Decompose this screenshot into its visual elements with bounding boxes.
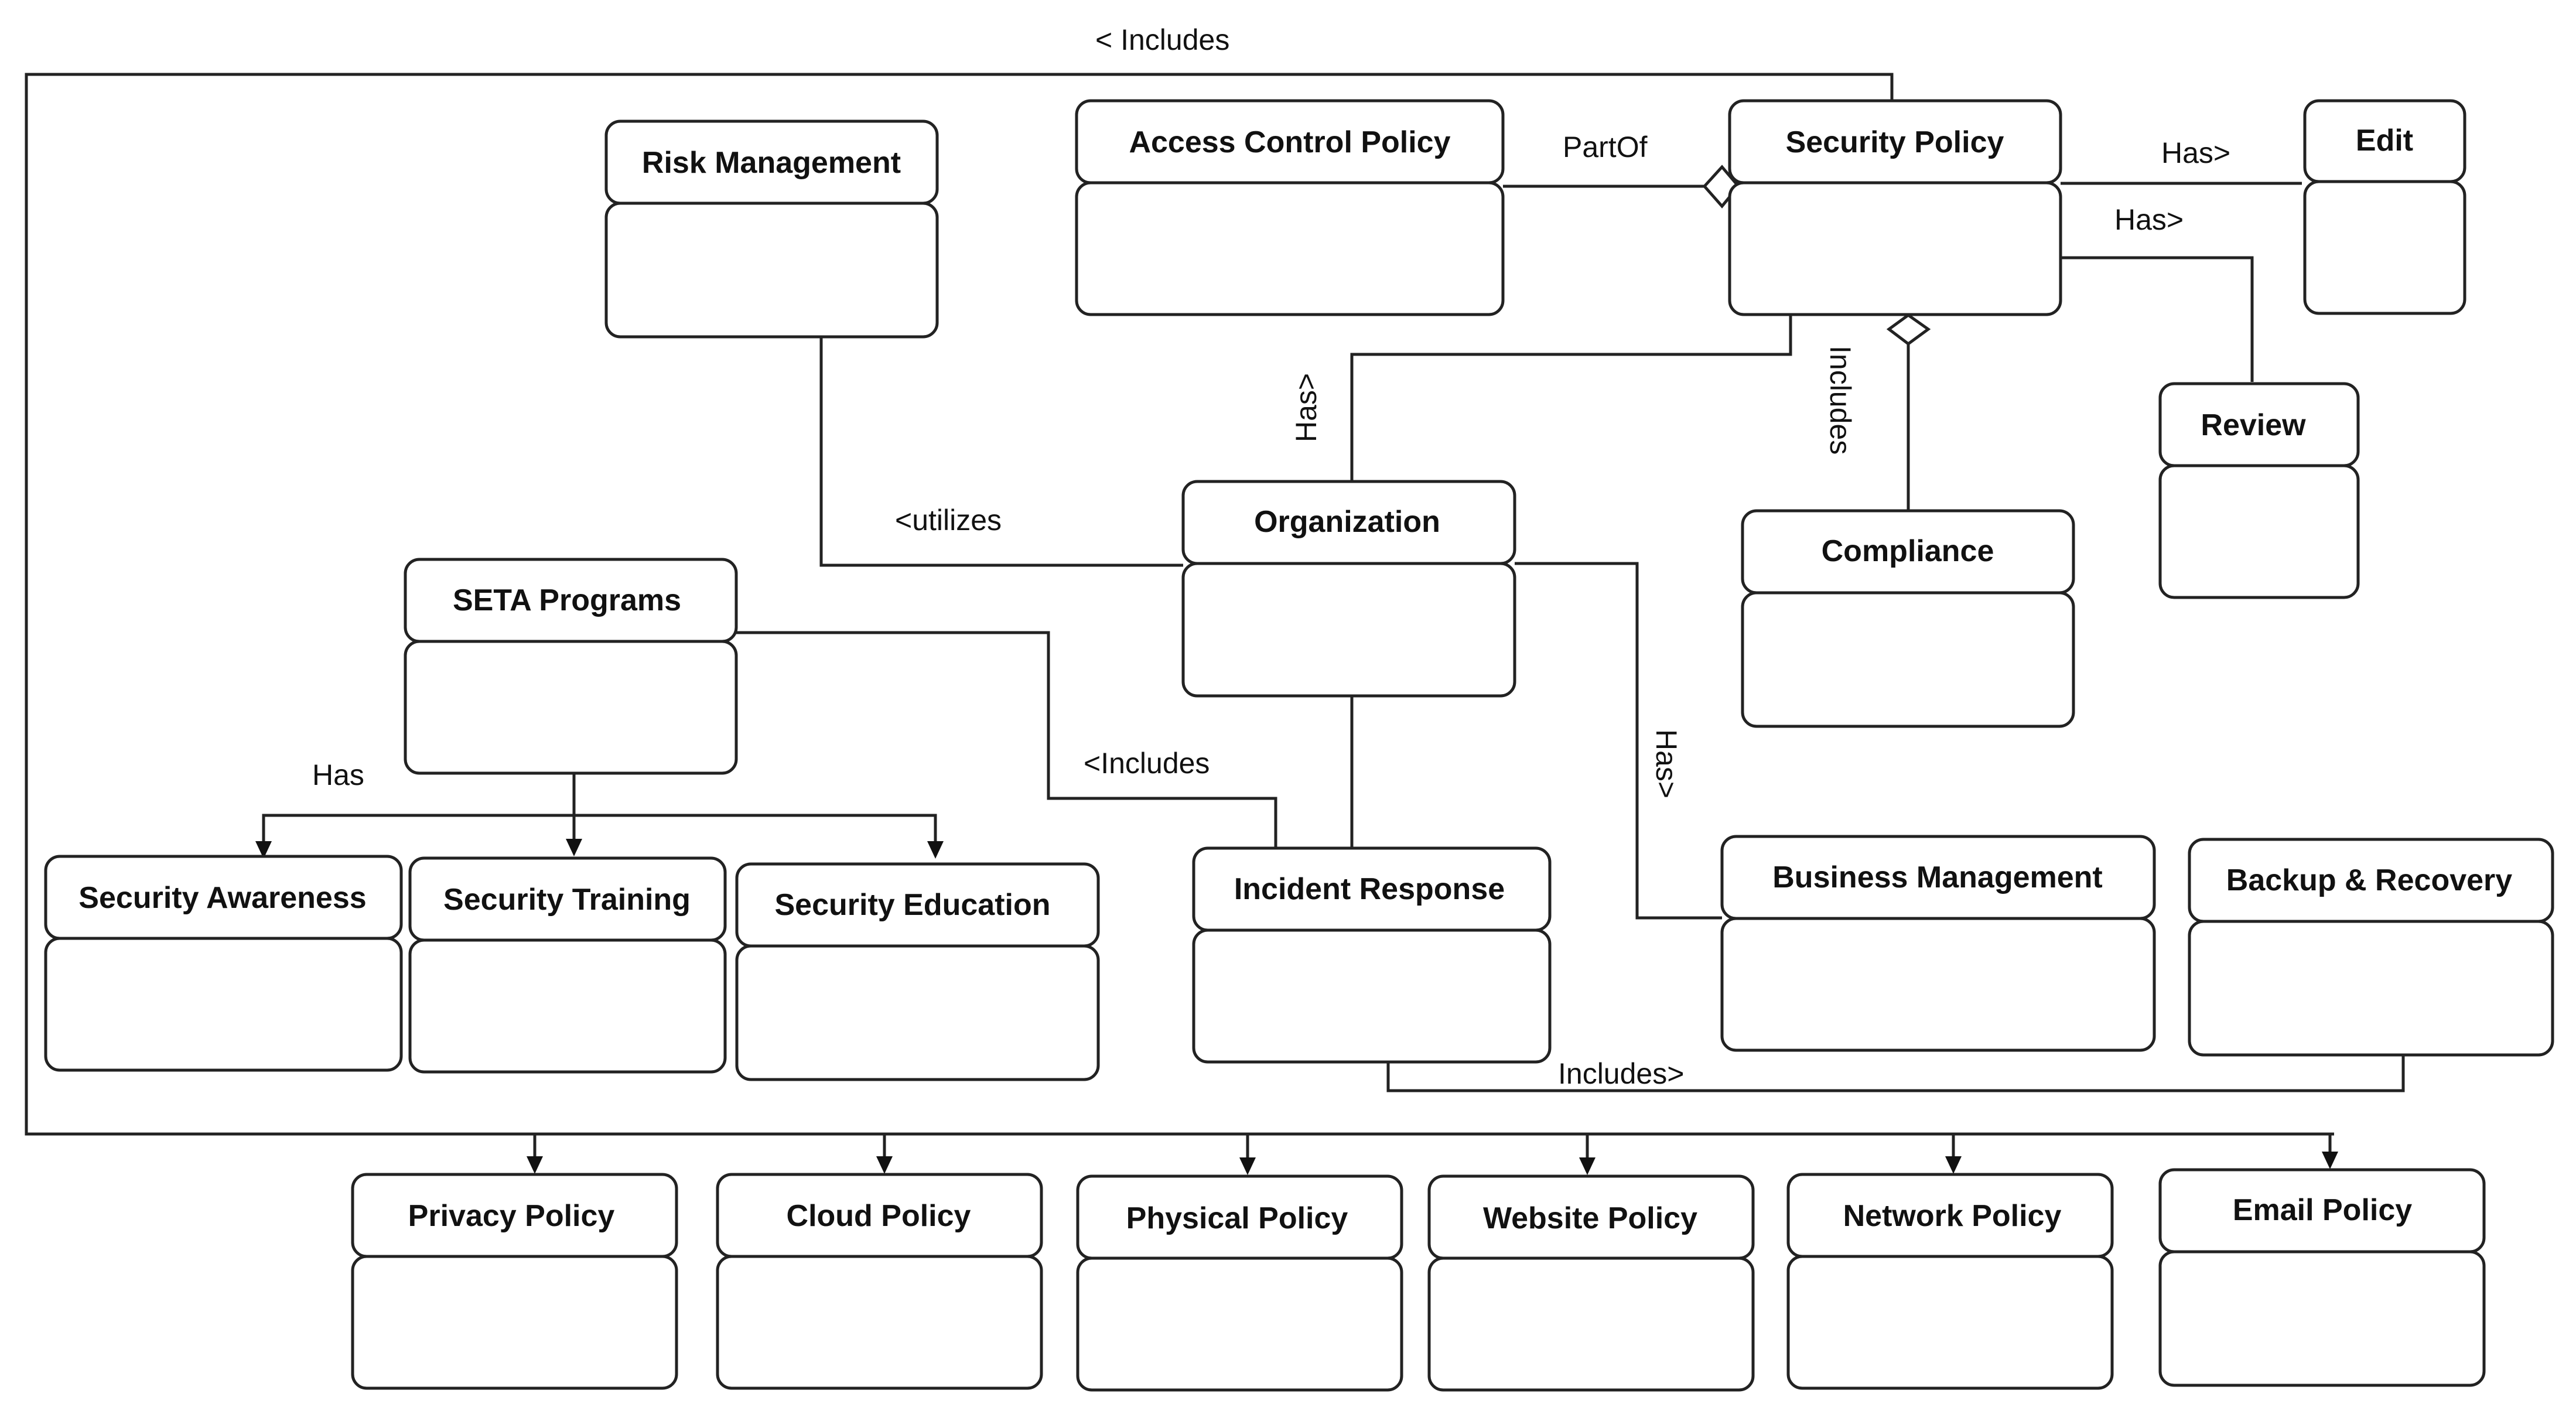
class-risk-management: Risk Management xyxy=(604,119,939,339)
includes-outer-connector xyxy=(25,73,2334,1136)
class-compliance: Compliance xyxy=(1741,509,2075,728)
incident-response-title: Incident Response xyxy=(1234,872,1505,906)
arrowhead-privacy xyxy=(527,1156,543,1174)
class-organization: Organization xyxy=(1181,480,1516,698)
seta-rail xyxy=(262,814,937,849)
risk-management-title: Risk Management xyxy=(642,146,901,180)
label-has-review: Has> xyxy=(2114,203,2184,236)
class-cloud-policy: Cloud Policy xyxy=(716,1173,1043,1390)
has-org-connector xyxy=(1350,310,1792,480)
email-policy-body xyxy=(2158,1250,2486,1387)
security-training-body xyxy=(408,938,727,1074)
access-control-policy-body xyxy=(1075,181,1505,316)
label-includes-top: < Includes xyxy=(1095,23,1229,56)
label-has-seta: Has xyxy=(312,759,364,791)
label-includes-compliance: Includes xyxy=(1824,346,1857,455)
security-awareness-title: Security Awareness xyxy=(78,881,366,915)
label-has-org: Has> xyxy=(1290,373,1323,442)
website-policy-body xyxy=(1427,1256,1755,1392)
privacy-policy-body xyxy=(351,1255,678,1390)
security-awareness-body xyxy=(44,937,403,1072)
physical-policy-body xyxy=(1076,1256,1403,1392)
has-business-connector xyxy=(1515,562,1722,920)
connectors xyxy=(25,73,2405,1162)
compliance-body xyxy=(1741,591,2075,728)
cloud-policy-title: Cloud Policy xyxy=(787,1199,971,1233)
label-includes-seta: <Includes xyxy=(1084,747,1210,780)
arrowhead-network xyxy=(1945,1156,1962,1174)
privacy-policy-title: Privacy Policy xyxy=(408,1199,615,1233)
compliance-title: Compliance xyxy=(1822,534,1994,568)
class-website-policy: Website Policy xyxy=(1427,1174,1755,1392)
includes-bottom-connector xyxy=(1386,1056,2405,1092)
security-training-title: Security Training xyxy=(443,883,691,917)
arrowhead-website xyxy=(1579,1157,1596,1175)
class-privacy-policy: Privacy Policy xyxy=(351,1173,678,1390)
arrowhead-email xyxy=(2322,1152,2338,1169)
label-has-business: Has> xyxy=(1650,729,1683,798)
security-policy-body xyxy=(1728,181,2062,316)
arrowhead-cloud xyxy=(876,1156,893,1174)
class-security-training: Security Training xyxy=(408,856,727,1074)
incident-response-body xyxy=(1192,928,1552,1064)
class-email-policy: Email Policy xyxy=(2158,1168,2486,1387)
review-title: Review xyxy=(2201,408,2306,442)
business-management-body xyxy=(1720,917,2156,1052)
class-security-awareness: Security Awareness xyxy=(44,855,403,1072)
connector-labels: < Includes PartOf Has> Has> Has> Include… xyxy=(312,23,2230,1090)
access-control-policy-title: Access Control Policy xyxy=(1129,125,1450,159)
backup-recovery-title: Backup & Recovery xyxy=(2226,863,2513,897)
class-network-policy: Network Policy xyxy=(1786,1173,2114,1390)
security-policy-title: Security Policy xyxy=(1786,125,2004,159)
website-policy-title: Website Policy xyxy=(1483,1201,1697,1235)
network-policy-body xyxy=(1786,1255,2114,1390)
arrowhead-education xyxy=(927,841,944,859)
label-has-edit: Has> xyxy=(2161,136,2230,169)
class-review: Review xyxy=(2158,382,2360,599)
organization-title: Organization xyxy=(1254,505,1440,539)
arrowhead-physical xyxy=(1239,1157,1256,1175)
class-security-education: Security Education xyxy=(735,862,1100,1081)
class-access-control-policy: Access Control Policy xyxy=(1075,99,1505,316)
class-security-policy: Security Policy xyxy=(1728,99,2062,316)
label-utilizes: <utilizes xyxy=(895,504,1002,537)
arrowhead-awareness xyxy=(255,841,272,859)
network-policy-title: Network Policy xyxy=(1843,1199,2062,1233)
organization-body xyxy=(1181,562,1516,698)
arrowhead-training xyxy=(566,839,582,856)
review-body xyxy=(2158,464,2360,599)
class-physical-policy: Physical Policy xyxy=(1076,1174,1403,1392)
seta-programs-title: SETA Programs xyxy=(453,583,681,617)
security-education-title: Security Education xyxy=(775,888,1051,922)
business-management-title: Business Management xyxy=(1772,860,2103,894)
includes-seta-connector xyxy=(736,631,1277,848)
includes-compliance-diamond xyxy=(1886,313,1931,346)
physical-policy-title: Physical Policy xyxy=(1126,1201,1348,1235)
edit-body xyxy=(2303,180,2466,315)
class-edit: Edit xyxy=(2303,99,2466,315)
class-business-management: Business Management xyxy=(1720,835,2156,1052)
cloud-policy-body xyxy=(716,1255,1043,1390)
backup-recovery-body xyxy=(2188,920,2554,1057)
utilizes-connector xyxy=(819,337,1183,567)
class-backup-recovery: Backup & Recovery xyxy=(2188,838,2554,1057)
email-policy-title: Email Policy xyxy=(2233,1193,2412,1227)
security-education-body xyxy=(735,944,1100,1081)
class-incident-response: Incident Response xyxy=(1192,846,1552,1064)
label-partof: PartOf xyxy=(1563,131,1648,163)
has-review-connector xyxy=(2061,256,2254,382)
class-seta-programs: SETA Programs xyxy=(404,558,738,775)
label-includes-bottom: Includes> xyxy=(1558,1057,1684,1090)
risk-management-body xyxy=(604,201,939,339)
seta-programs-body xyxy=(404,640,738,775)
arrowheads xyxy=(255,839,2338,1175)
edit-title: Edit xyxy=(2356,124,2413,158)
